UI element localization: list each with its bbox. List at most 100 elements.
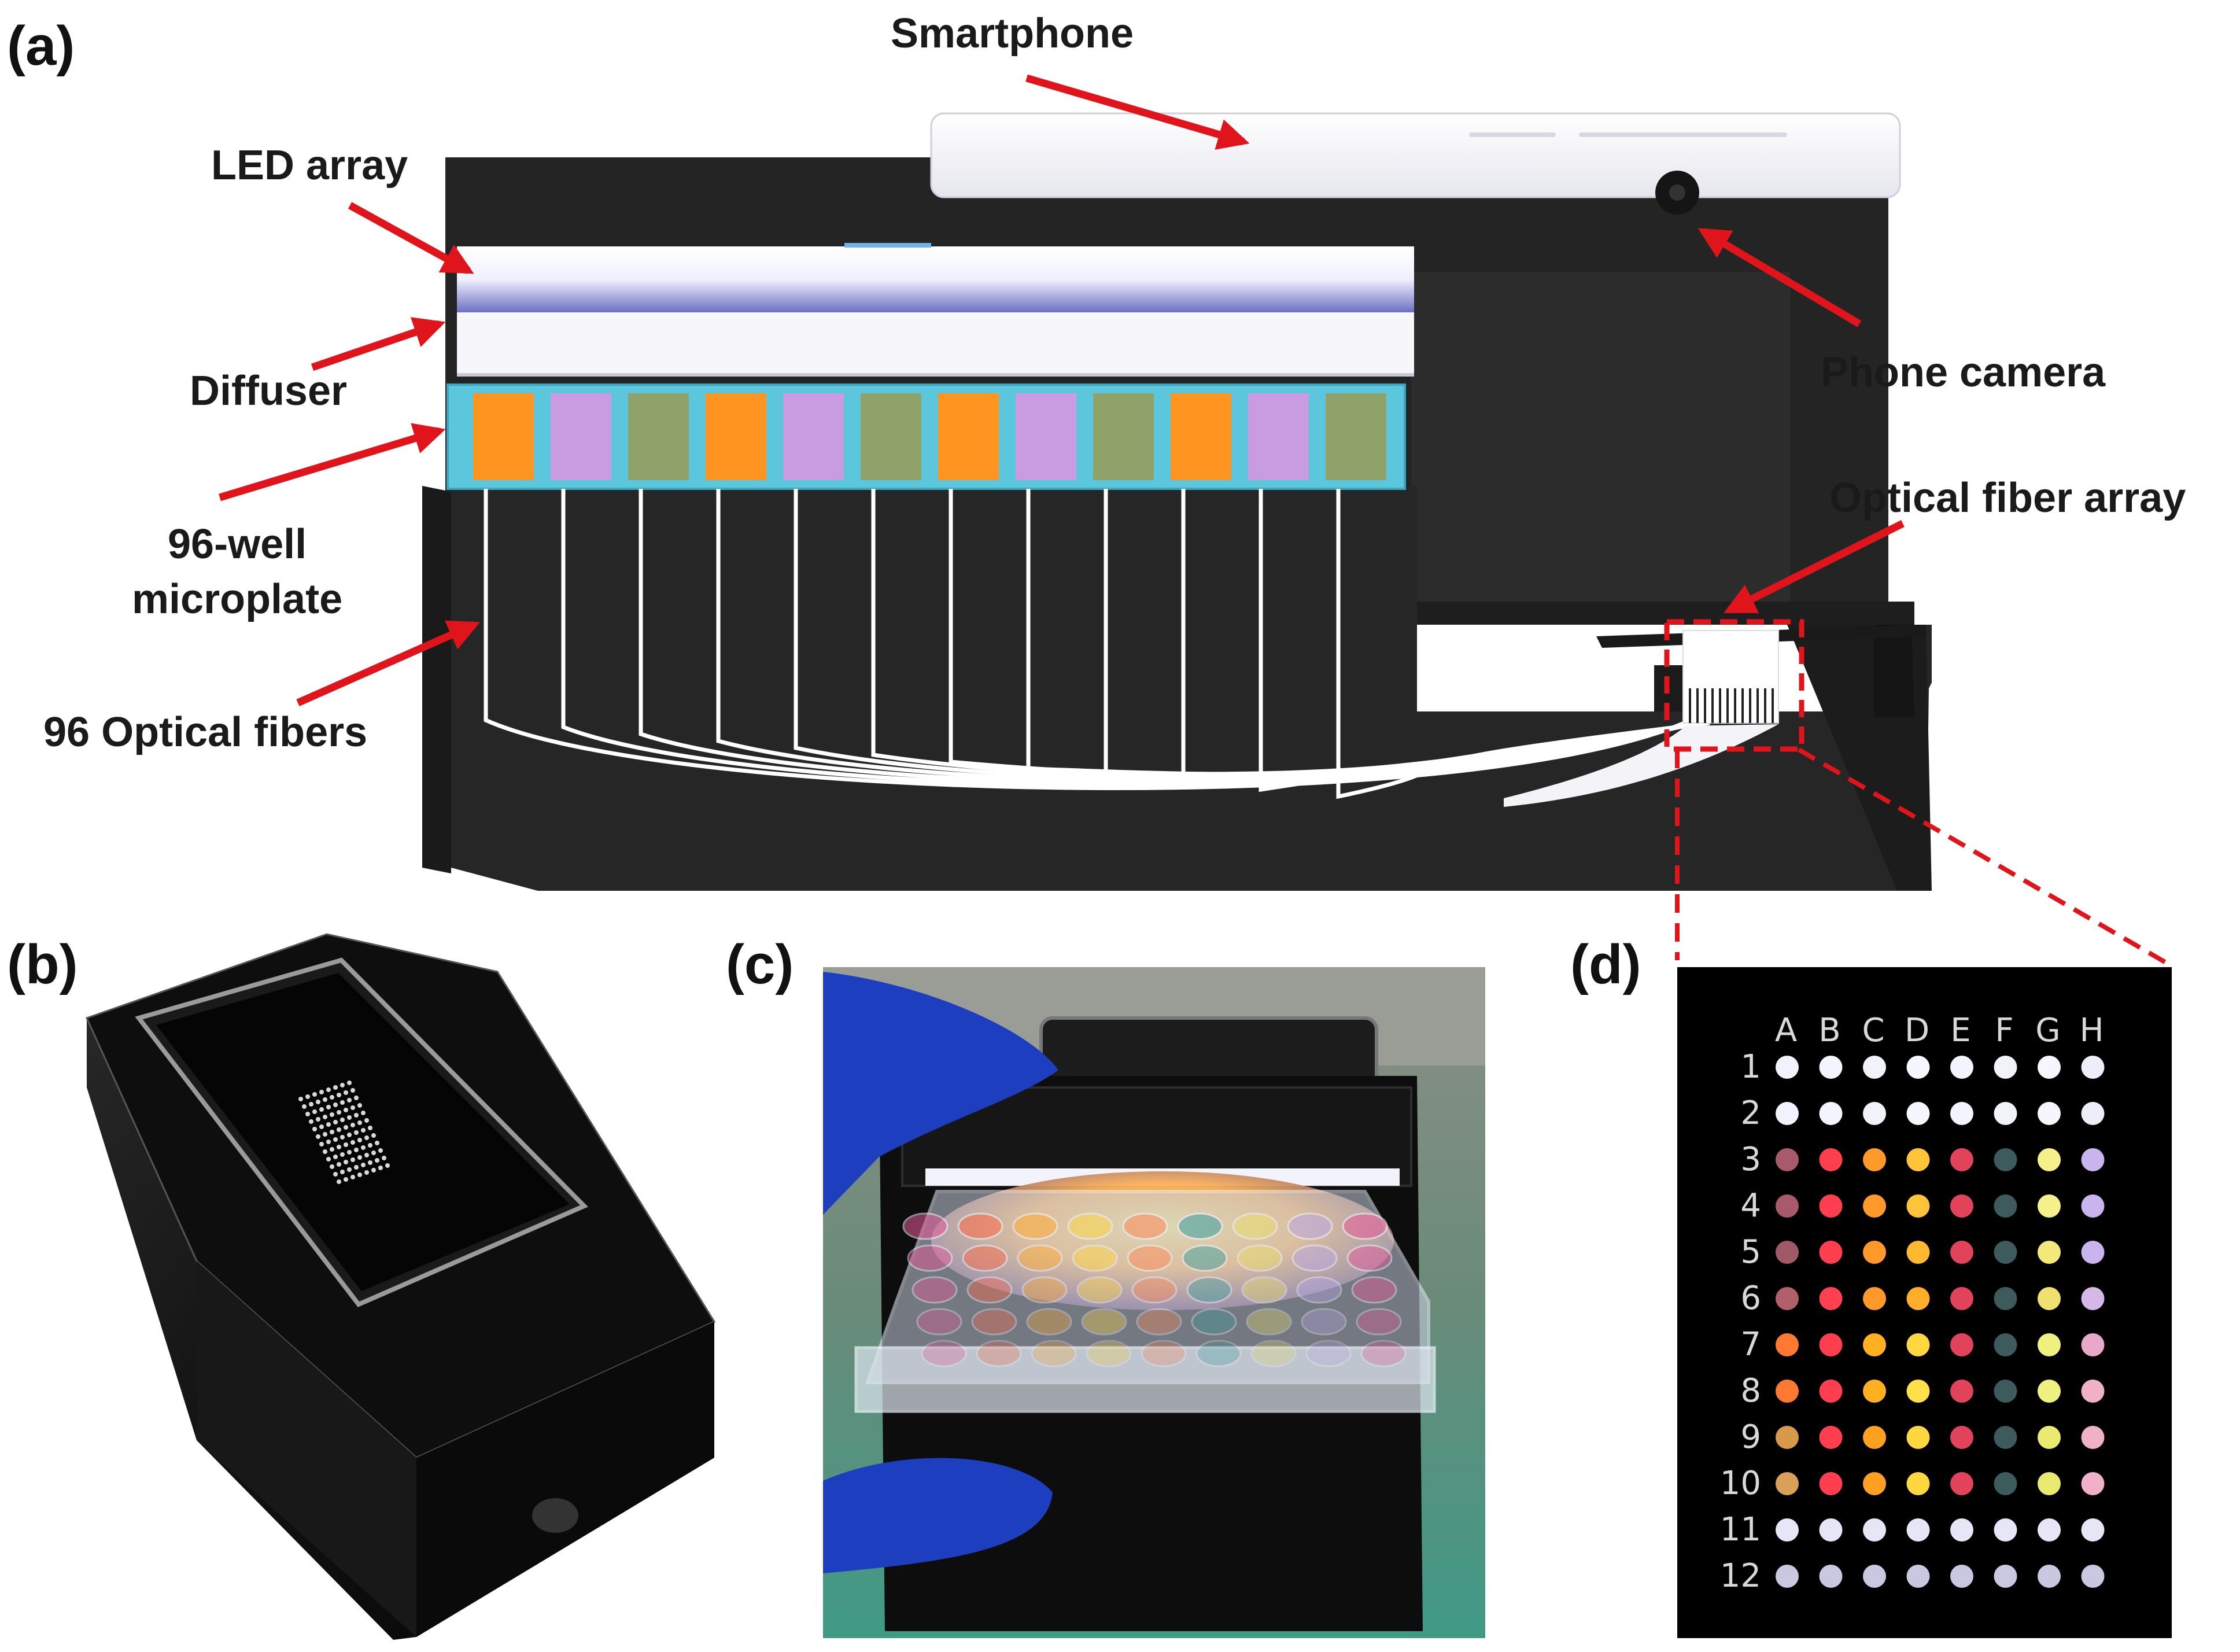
column-label: C bbox=[1862, 1012, 1884, 1049]
readout-well bbox=[1994, 1194, 2017, 1218]
readout-well bbox=[1776, 1194, 1799, 1218]
optical-fiber bbox=[1336, 489, 1710, 799]
plate-well bbox=[1177, 1212, 1223, 1240]
readout-well bbox=[1994, 1287, 2017, 1310]
column-label: G bbox=[2035, 1012, 2060, 1049]
readout-well bbox=[1950, 1426, 1973, 1449]
readout-well bbox=[1994, 1518, 2017, 1542]
strip-well bbox=[706, 393, 766, 480]
plate-well bbox=[1351, 1276, 1397, 1304]
screen-dot bbox=[326, 1087, 331, 1092]
plate-well bbox=[902, 1212, 949, 1240]
plate-well bbox=[1186, 1276, 1232, 1304]
row-label: 9 bbox=[1740, 1418, 1761, 1456]
readout-well bbox=[2038, 1102, 2061, 1125]
plate-well bbox=[1296, 1276, 1342, 1304]
screen-dot bbox=[305, 1094, 310, 1099]
screen-dot bbox=[330, 1095, 334, 1100]
screen-dot bbox=[316, 1134, 320, 1139]
phone-on-device bbox=[135, 957, 588, 1307]
screen-dot bbox=[344, 1177, 348, 1182]
plate-well bbox=[1232, 1212, 1278, 1240]
readout-well bbox=[2038, 1056, 2061, 1079]
readout-well bbox=[2038, 1333, 2061, 1356]
column-label: A bbox=[1775, 1012, 1797, 1049]
row-label: 12 bbox=[1720, 1557, 1761, 1595]
screen-dot bbox=[337, 1093, 341, 1097]
screen-dot bbox=[350, 1157, 355, 1162]
strip-well bbox=[628, 393, 689, 480]
microplate-strip bbox=[446, 384, 1406, 490]
readout-well bbox=[1863, 1565, 1886, 1588]
screen-dot bbox=[330, 1147, 334, 1152]
plate-well bbox=[1301, 1308, 1347, 1336]
fiber-array-block bbox=[1664, 619, 1804, 752]
readout-well bbox=[1906, 1102, 1930, 1125]
strip-well bbox=[783, 393, 844, 480]
readout-well bbox=[1863, 1102, 1886, 1125]
plate-well bbox=[1026, 1308, 1072, 1336]
smartphone-render bbox=[930, 112, 1901, 215]
plate-well bbox=[1122, 1212, 1168, 1240]
screen-dot bbox=[312, 1109, 317, 1114]
screen-dot bbox=[347, 1115, 352, 1120]
readout-well bbox=[1776, 1287, 1799, 1310]
readout-well bbox=[1994, 1333, 2017, 1356]
readout-well bbox=[1950, 1056, 1973, 1079]
plate-well bbox=[1067, 1212, 1113, 1240]
port-icon bbox=[532, 1498, 578, 1533]
strip-well bbox=[1016, 393, 1076, 480]
readout-well bbox=[1950, 1102, 1973, 1125]
panel-label-d: (d) bbox=[1570, 934, 1641, 995]
screen-dot bbox=[385, 1163, 390, 1168]
screen-dot bbox=[350, 1175, 355, 1179]
plate-well bbox=[1237, 1244, 1283, 1272]
arrow-optical-fibers bbox=[296, 620, 480, 706]
screen-dot bbox=[333, 1155, 338, 1159]
readout-well bbox=[2081, 1380, 2105, 1403]
readout-well bbox=[2038, 1565, 2061, 1588]
screen-dot bbox=[350, 1140, 355, 1145]
screen-dot bbox=[340, 1100, 345, 1105]
readout-well bbox=[1776, 1241, 1799, 1264]
readout-well bbox=[2038, 1472, 2061, 1495]
readout-well bbox=[1776, 1518, 1799, 1542]
screen-dot bbox=[375, 1158, 379, 1163]
plate-well bbox=[962, 1244, 1008, 1272]
readout-well bbox=[1819, 1194, 1843, 1218]
plate-well bbox=[1012, 1212, 1058, 1240]
screen-dot bbox=[340, 1118, 345, 1122]
readout-well bbox=[2038, 1287, 2061, 1310]
plate-well bbox=[1241, 1276, 1287, 1304]
readout-well bbox=[1950, 1472, 1973, 1495]
readout-well bbox=[1994, 1565, 2017, 1588]
readout-well bbox=[1863, 1056, 1886, 1079]
readout-well bbox=[1863, 1380, 1886, 1403]
screen-dot bbox=[344, 1090, 348, 1095]
label-microplate-1: 96-well bbox=[168, 521, 307, 567]
readout-well bbox=[1906, 1380, 1930, 1403]
readout-well bbox=[1994, 1472, 2017, 1495]
readout-well bbox=[1950, 1565, 1973, 1588]
screen-dot bbox=[347, 1081, 352, 1085]
readout-well bbox=[1950, 1148, 1973, 1171]
readout-well bbox=[1863, 1148, 1886, 1171]
readout-well bbox=[1994, 1426, 2017, 1449]
screen-dot bbox=[309, 1119, 313, 1124]
readout-well bbox=[1863, 1518, 1886, 1542]
screen-dot bbox=[333, 1120, 338, 1124]
readout-well bbox=[2081, 1333, 2105, 1356]
readout-well bbox=[2081, 1148, 2105, 1171]
plate-well bbox=[1195, 1340, 1242, 1367]
screen-dot bbox=[357, 1103, 362, 1108]
row-label: 2 bbox=[1740, 1094, 1761, 1132]
readout-well bbox=[1994, 1380, 2017, 1403]
strip-well bbox=[861, 393, 921, 480]
screen-dot bbox=[357, 1172, 362, 1177]
screen-dot bbox=[364, 1118, 369, 1123]
plate-well bbox=[966, 1276, 1013, 1304]
plate-well bbox=[907, 1244, 953, 1272]
readout-well bbox=[2081, 1426, 2105, 1449]
screen-dot bbox=[375, 1141, 379, 1145]
readout-well bbox=[1906, 1333, 1930, 1356]
